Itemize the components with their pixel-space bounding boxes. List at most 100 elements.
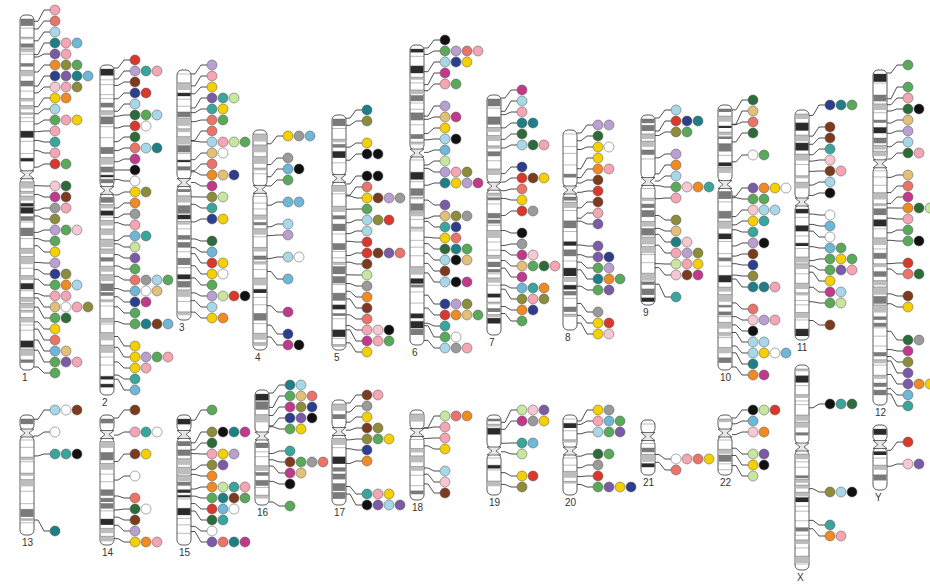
- band-line: [873, 345, 887, 346]
- trait-dot: [362, 248, 372, 258]
- chromosome-label: 14: [101, 547, 114, 558]
- band-line: [410, 278, 424, 279]
- trait-dot: [528, 405, 538, 415]
- band-line: [487, 285, 501, 286]
- trait-dot: [593, 329, 603, 339]
- trait-dot: [50, 159, 60, 169]
- ideogram: [795, 365, 809, 570]
- band-line: [410, 82, 424, 83]
- leader-line: [732, 448, 748, 454]
- leader-line: [887, 131, 903, 133]
- centromere: [253, 185, 267, 193]
- cytoband: [488, 146, 501, 149]
- leader-line: [34, 32, 50, 41]
- band-line: [410, 475, 424, 476]
- leader-line: [346, 449, 362, 450]
- centromere: [641, 433, 655, 441]
- leader-line: [887, 263, 903, 265]
- trait-dot: [770, 405, 780, 415]
- band-line: [253, 214, 267, 215]
- trait-dot: [207, 515, 217, 525]
- cytoband: [101, 490, 114, 496]
- trait-dot: [141, 537, 151, 547]
- trait-dot: [528, 283, 538, 293]
- trait-dot: [373, 336, 383, 346]
- trait-dot: [50, 126, 60, 136]
- band-line: [641, 288, 655, 289]
- leader-line: [577, 410, 593, 421]
- band-line: [641, 158, 655, 159]
- cytoband: [178, 275, 191, 280]
- band-line: [253, 304, 267, 305]
- cytoband: [796, 540, 809, 544]
- trait-dot: [218, 449, 228, 459]
- band-line: [20, 153, 34, 154]
- band-line: [253, 144, 267, 145]
- leader-line: [114, 289, 130, 291]
- trait-dot: [462, 277, 472, 287]
- chromosome-arm: [487, 95, 501, 183]
- chromosome-arm: [410, 45, 424, 150]
- band-line: [795, 475, 809, 476]
- band-line: [718, 116, 732, 117]
- trait-dot: [748, 128, 758, 138]
- chromosome-label: 9: [642, 307, 650, 318]
- trait-dot: [682, 248, 692, 258]
- band-line: [641, 228, 655, 229]
- trait-dot: [528, 438, 538, 448]
- chromosome-arm: [253, 130, 267, 186]
- trait-dot: [914, 335, 924, 345]
- centromere: [873, 441, 887, 449]
- trait-dot: [50, 192, 60, 202]
- band-line: [563, 261, 577, 262]
- cytoband: [178, 490, 191, 493]
- trait-dot: [825, 188, 835, 198]
- trait-dot: [207, 170, 217, 180]
- band-line: [177, 111, 191, 112]
- cytoband: [564, 481, 577, 483]
- trait-dot: [362, 193, 372, 203]
- band-line: [873, 208, 887, 209]
- trait-dot: [163, 275, 173, 285]
- trait-dot: [61, 302, 71, 312]
- chromosome-label: 11: [796, 342, 808, 353]
- leader-line: [809, 266, 825, 270]
- trait-dot: [914, 269, 924, 279]
- leader-line: [501, 211, 517, 216]
- leader-line: [577, 158, 593, 169]
- band-line: [332, 224, 346, 225]
- cytoband: [719, 322, 732, 328]
- trait-dot: [693, 270, 703, 280]
- trait-dot: [836, 399, 846, 409]
- leader-line: [887, 230, 903, 233]
- trait-dot: [903, 203, 913, 213]
- chromosome-label-holder: 21: [642, 477, 655, 488]
- chromosome-arm: [795, 205, 809, 340]
- band-line: [100, 510, 114, 511]
- trait-dot: [759, 216, 769, 226]
- trait-dot: [218, 291, 228, 301]
- trait-dot: [362, 445, 372, 455]
- cytoband: [178, 221, 191, 224]
- trait-dot: [825, 487, 835, 497]
- leader-line: [887, 87, 903, 99]
- cytoband: [796, 176, 809, 179]
- trait-dot: [462, 343, 472, 353]
- cytoband: [21, 419, 34, 424]
- trait-dot: [50, 148, 60, 158]
- cytoband: [719, 455, 732, 462]
- trait-dot: [229, 504, 239, 514]
- band-line: [795, 492, 809, 493]
- chromosome-label-holder: 1: [21, 372, 29, 383]
- leader-lines: [34, 10, 50, 373]
- band-line: [641, 198, 655, 199]
- chromosome-arm: [641, 420, 655, 434]
- trait-dot: [218, 504, 228, 514]
- cytoband: [411, 113, 424, 120]
- trait-dot: [362, 347, 372, 357]
- band-line: [255, 456, 269, 457]
- band-line: [410, 142, 424, 143]
- trait-dot: [462, 255, 472, 265]
- band-line: [641, 297, 655, 298]
- band-line: [100, 528, 114, 529]
